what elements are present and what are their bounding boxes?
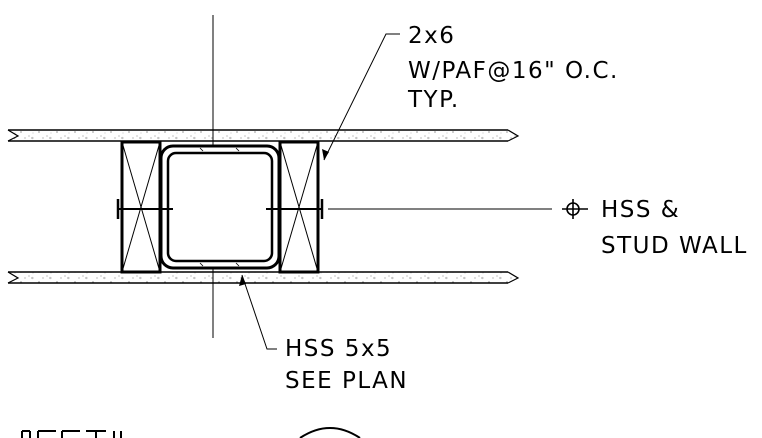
top-note-line-1: 2x6 xyxy=(408,23,455,49)
top-note-leader xyxy=(322,33,400,161)
bottom-note-leader xyxy=(239,274,277,350)
bottom-note-line-1: HSS 5x5 xyxy=(285,336,392,362)
cropped-detail-title-fragment xyxy=(21,430,122,438)
top-note-line-3: TYP. xyxy=(407,87,460,113)
bottom-note: HSS 5x5 SEE PLAN xyxy=(285,336,408,394)
left-fastener xyxy=(116,199,173,219)
top-wall-slab xyxy=(7,129,520,142)
hss-tube xyxy=(159,144,281,270)
right-stud xyxy=(278,140,320,274)
centerline-symbol xyxy=(562,199,588,219)
top-note-line-2: W/PAF@16" O.C. xyxy=(408,58,619,84)
centerline-note: HSS & STUD WALL xyxy=(601,197,748,259)
centerline-note-line-1: HSS & xyxy=(601,197,680,223)
centerline-note-line-2: STUD WALL xyxy=(601,233,748,259)
top-note: 2x6 W/PAF@16" O.C. TYP. xyxy=(407,23,619,113)
left-stud xyxy=(120,140,162,274)
right-fastener xyxy=(266,199,324,219)
bottom-note-line-2: SEE PLAN xyxy=(285,368,408,394)
bottom-wall-slab xyxy=(7,271,520,284)
cropped-detail-bubble xyxy=(299,427,361,438)
